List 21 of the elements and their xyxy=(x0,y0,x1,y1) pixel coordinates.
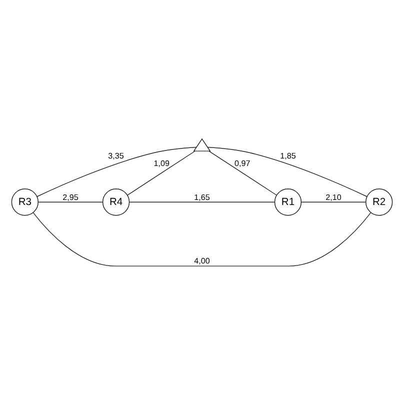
connector xyxy=(127,150,196,196)
connector xyxy=(38,201,104,202)
edge-label: 0,97 xyxy=(234,158,250,168)
connector xyxy=(36,146,197,196)
edge-label: 2,95 xyxy=(62,192,78,202)
node-circle: R4 xyxy=(102,188,130,216)
edge-label: 3,35 xyxy=(108,151,124,160)
edge-label: 1,09 xyxy=(154,158,170,168)
connector xyxy=(207,146,368,196)
edge-label: 1,65 xyxy=(194,192,210,202)
node-triangle xyxy=(193,138,211,151)
connector xyxy=(32,212,372,266)
node-circle: R2 xyxy=(366,188,393,216)
edge-label: 2,10 xyxy=(326,192,342,202)
edge-label: 4,00 xyxy=(194,256,210,266)
node-circle: R1 xyxy=(274,188,302,216)
edge-label: 1,85 xyxy=(280,151,296,160)
connector xyxy=(208,150,278,196)
connector xyxy=(301,201,366,202)
node-circle: R3 xyxy=(11,188,38,216)
connector xyxy=(128,201,276,202)
